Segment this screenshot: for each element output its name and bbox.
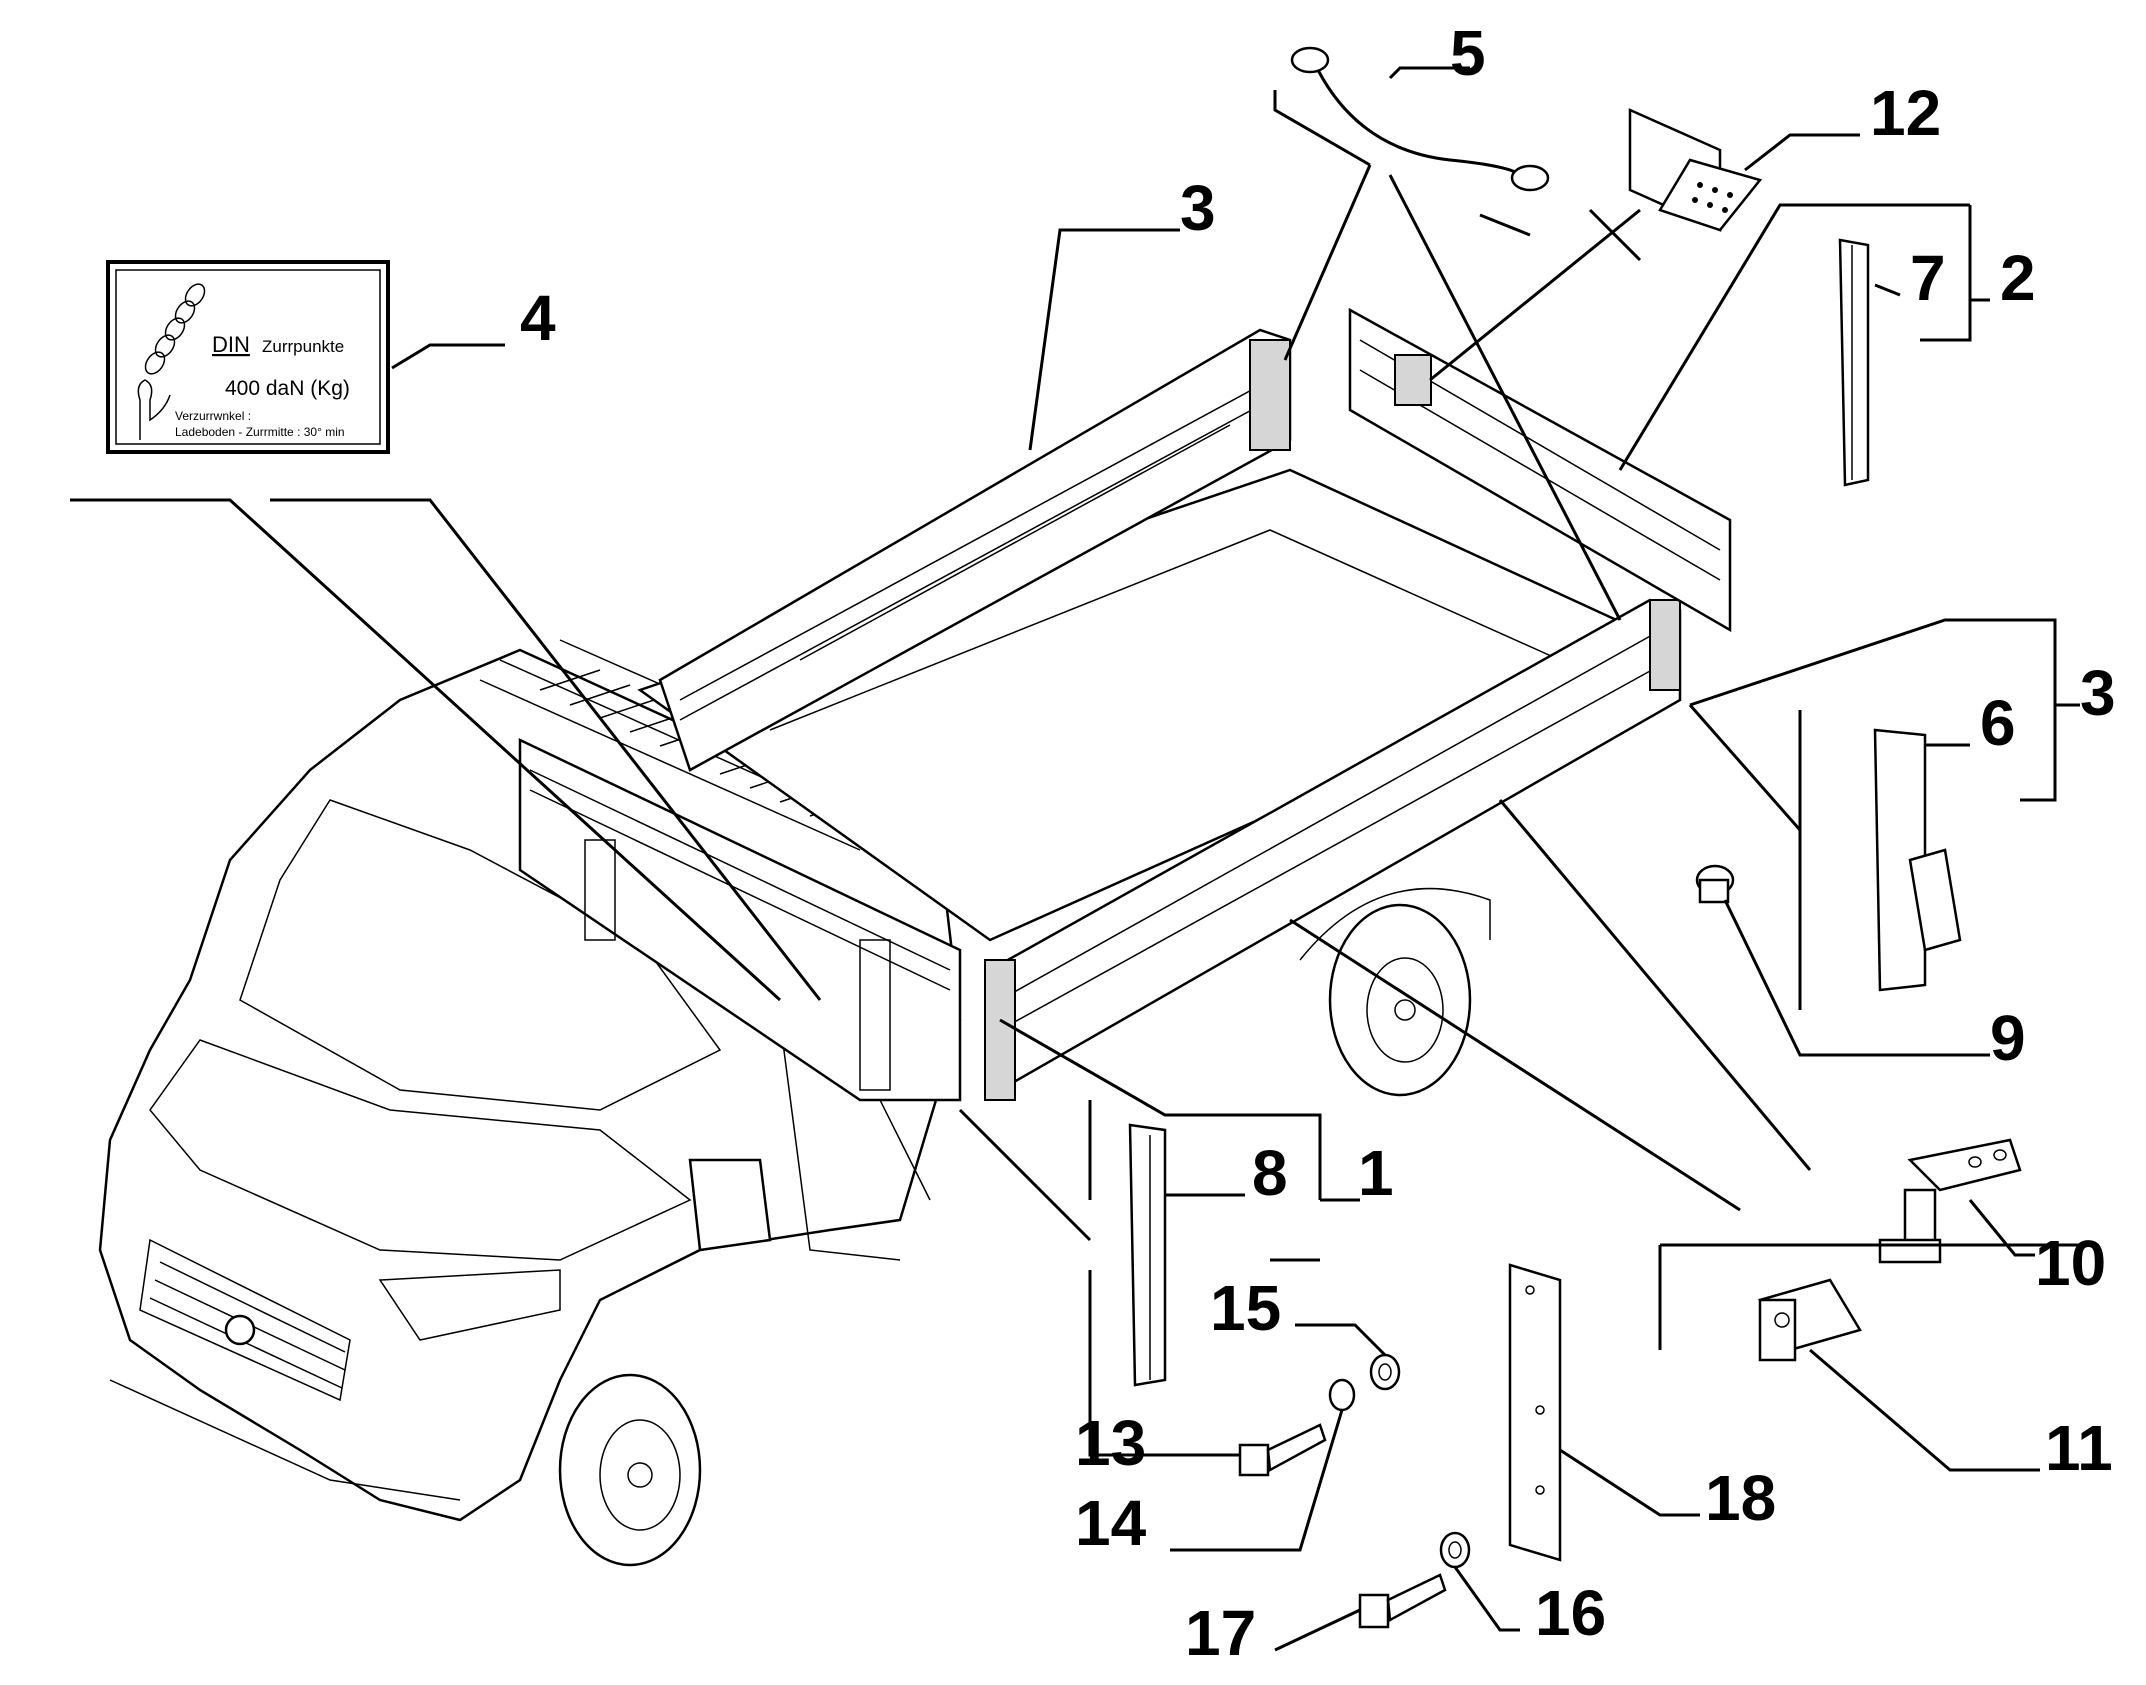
split-washer-part	[1328, 1378, 1356, 1412]
callout-13: 13	[1075, 1407, 1146, 1479]
callout-3-top: 3	[1180, 172, 1216, 244]
callout-10: 10	[2035, 1227, 2106, 1299]
callout-15: 15	[1210, 1272, 1281, 1344]
callout-9: 9	[1990, 1002, 2026, 1074]
bolt-13-part	[1238, 1423, 1327, 1477]
callout-17: 17	[1185, 1597, 1256, 1669]
label-ladeboden: Ladeboden - Zurrmitte : 30° min	[175, 425, 345, 439]
hinge-sleeve-part	[1758, 1278, 1862, 1362]
cargo-bed-illustration	[518, 307, 1732, 1102]
washer-16-part	[1439, 1531, 1471, 1569]
label-verzurr: Verzurrwnkel :	[175, 409, 251, 423]
callout-numbers: 1 2 3 3 4 5 6 7 8 9 10 11 12 13 14 15 16…	[520, 17, 2116, 1669]
safety-cable-part	[1290, 46, 1550, 192]
front-post-part	[1128, 1123, 1167, 1387]
chain-hook-icon	[137, 283, 206, 440]
label-din: DIN	[212, 332, 250, 357]
mounting-plate-part	[1628, 108, 1763, 232]
corner-post-part	[1838, 238, 1870, 487]
callout-8: 8	[1252, 1137, 1288, 1209]
lashing-label-plate: DIN Zurrpunkte 400 daN (Kg) Verzurrwnkel…	[106, 260, 390, 454]
callout-2: 2	[2000, 242, 2036, 314]
leader-lines	[70, 66, 2080, 1652]
knob-part	[1695, 864, 1735, 904]
washer-15-part	[1369, 1353, 1401, 1391]
label-zurrpunkte: Zurrpunkte	[262, 337, 344, 356]
callout-18: 18	[1705, 1462, 1776, 1534]
bolt-17-part	[1358, 1573, 1447, 1629]
callout-7: 7	[1910, 242, 1946, 314]
label-load: 400 daN (Kg)	[225, 377, 350, 400]
callout-6: 6	[1980, 687, 2016, 759]
callout-4: 4	[520, 282, 556, 354]
latch-post-part	[1873, 728, 1962, 992]
callout-14: 14	[1075, 1487, 1147, 1559]
callout-11: 11	[2045, 1412, 2113, 1484]
callout-1: 1	[1358, 1137, 1394, 1209]
callout-16: 16	[1535, 1577, 1606, 1649]
bracket-part	[1508, 1263, 1562, 1562]
callout-5: 5	[1450, 17, 1486, 89]
callout-12: 12	[1870, 77, 1941, 149]
callout-3-right: 3	[2080, 657, 2116, 729]
